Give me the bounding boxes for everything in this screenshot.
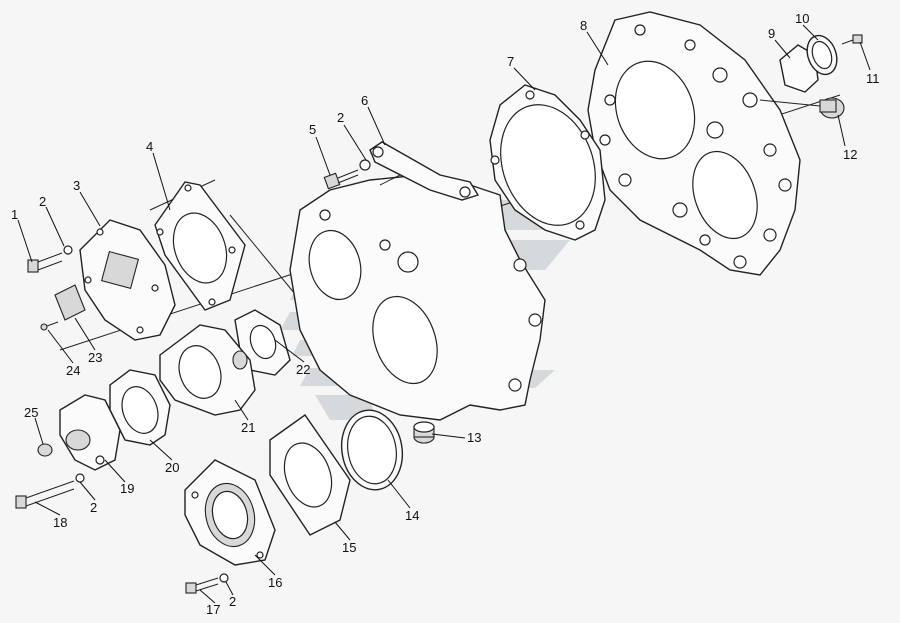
- callout-13: 13: [467, 430, 481, 445]
- callout-4: 4: [146, 139, 153, 154]
- bolt-part-17: [185, 573, 229, 594]
- callout-14: 14: [405, 508, 419, 523]
- gasket-part-20: [109, 369, 171, 446]
- cover-part-3: [79, 219, 176, 341]
- callout-2b: 2: [337, 110, 344, 125]
- callout-15: 15: [342, 540, 356, 555]
- callout-3: 3: [73, 178, 80, 193]
- callout-19: 19: [120, 481, 134, 496]
- bolt-part-5: [323, 159, 371, 190]
- callout-2c: 2: [229, 594, 236, 609]
- screw-part-24: [40, 321, 59, 331]
- callout-10: 10: [795, 11, 809, 26]
- gasket-part-7: [489, 84, 606, 241]
- rear-cover-part-8: [587, 11, 801, 276]
- callout-2d: 2: [90, 500, 97, 515]
- flange-cover-part-16: [184, 459, 276, 566]
- plate-part-23: [54, 284, 86, 321]
- leader-lines: [17, 24, 871, 604]
- plug-part-13: [413, 421, 435, 444]
- callout-23: 23: [88, 350, 102, 365]
- callout-2a: 2: [39, 194, 46, 209]
- callout-21: 21: [241, 420, 255, 435]
- callout-9: 9: [768, 26, 775, 41]
- cap-part-19: [59, 394, 121, 471]
- callout-7: 7: [507, 54, 514, 69]
- gasket-part-4: [154, 181, 246, 311]
- callout-5: 5: [309, 122, 316, 137]
- lever-part-6: [369, 141, 480, 201]
- bolt-part-18: [15, 473, 85, 509]
- callout-16: 16: [268, 575, 282, 590]
- gasket-part-14: [340, 409, 404, 491]
- callout-8: 8: [580, 18, 587, 33]
- ring-part-10: [806, 34, 838, 76]
- callout-25: 25: [24, 405, 38, 420]
- plug-part-25: [37, 443, 53, 457]
- callout-11: 11: [866, 71, 880, 86]
- callout-12: 12: [843, 147, 857, 162]
- callout-6: 6: [361, 93, 368, 108]
- sensor-part-12: [759, 97, 845, 119]
- callout-17: 17: [206, 602, 220, 617]
- callout-labels: 1 2 3 4 2 5 6 7 8 9 10 11 12 13 14 15 16…: [11, 11, 880, 617]
- callout-24: 24: [66, 363, 80, 378]
- bolt-part-1: [27, 245, 73, 273]
- callout-18: 18: [53, 515, 67, 530]
- callout-20: 20: [165, 460, 179, 475]
- callout-1: 1: [11, 207, 18, 222]
- housing-part-21: [159, 324, 256, 416]
- callout-22: 22: [296, 362, 310, 377]
- screw-part-11: [841, 34, 863, 45]
- gasket-part-15: [269, 414, 351, 536]
